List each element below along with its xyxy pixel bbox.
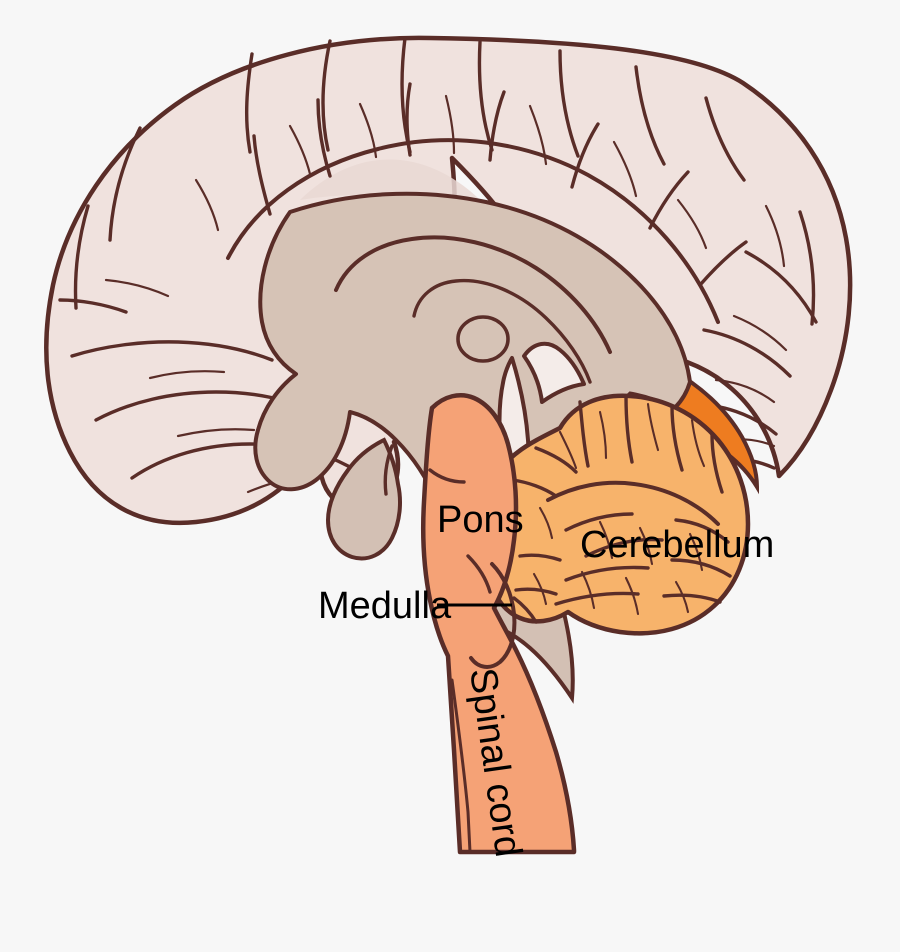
folium-4 [710,432,724,494]
sulcus-branch-4 [488,90,506,162]
folium-14 [518,553,562,562]
sulcus-fine-1 [288,124,312,176]
fornix-inner [412,278,592,384]
sulcus-occipital-fine-1 [764,204,786,268]
sulcus-crown-7 [704,96,746,182]
sulcus-fine-5 [612,140,638,198]
sulcus-fine-6 [676,198,708,250]
label-cerebellum: Cerebellum [580,524,774,566]
folium-15 [514,587,558,596]
optic-chiasm-pituitary [325,437,402,561]
folium-fine-8 [624,576,640,616]
sulcus-crown-2 [321,39,332,152]
sulcus-crown-6 [634,65,666,166]
sulcus-occipital-3 [702,328,792,378]
pontomedullary-crease [466,554,492,594]
sulcus-fine-3 [444,94,456,155]
pons-upper-crease [428,468,466,484]
folium-7 [564,512,634,532]
sulcus-crown-4 [477,40,494,152]
sulcus-occipital-fine-3 [714,378,776,404]
folium-1 [578,400,590,468]
folium-8 [584,537,664,558]
folium-fine-6 [638,526,654,566]
sulcus-crown-5 [558,49,580,158]
folium-13 [662,593,722,604]
folium-5 [534,446,578,474]
folium-2 [624,394,634,464]
sulcus-fine-7 [194,178,220,232]
interthalamic-adhesion [456,315,510,363]
white-matter-wedge [522,341,586,404]
folium-fine-12 [674,580,690,614]
sulcus-occipital-2 [744,250,818,324]
sulcus-frontal-fine-2 [148,370,226,380]
cerebellum-folia-fine [532,402,706,616]
sulcus-branch-6 [648,170,690,230]
cerebellum-primary-fissure [546,480,720,526]
sulcus-branch-1 [252,134,272,216]
spinal-cord-fissure [450,678,472,854]
brainstem-group [421,393,577,855]
folium-fine-5 [598,520,614,560]
sulcus-frontal-3 [58,298,128,314]
cortex-sulci-group [58,36,818,494]
sulcus-branch-3 [405,82,412,157]
sulcus-branch-5 [570,122,600,189]
folium-3 [670,404,684,472]
folium-11 [674,518,730,544]
folium-12 [670,558,732,578]
cerebellum-group [488,393,751,636]
peduncle-notch [512,596,538,624]
folium-fine-9 [688,532,704,572]
sulcus-frontal-fine-3 [176,428,256,438]
folium-10 [554,591,640,606]
sulcus-occipital-fine-2 [732,314,788,352]
sulcus-frontal-fine-1 [104,278,170,298]
folium-fine-11 [532,572,548,606]
medulla-bulge [469,562,517,669]
sulcus-crown-1 [244,52,254,154]
cingulate-sulcus [226,138,720,324]
folium-fine-4 [558,430,578,470]
folium-fine-2 [646,402,660,452]
label-medulla: Medulla [318,585,452,627]
folium-fine-3 [690,418,706,468]
label-pons: Pons [437,499,524,541]
folium-fine-1 [598,410,608,460]
folium-9 [564,565,650,582]
sulcus-fine-4 [528,104,548,166]
sulcus-occipital-1 [798,210,816,326]
optic-chiasm-notch [383,444,394,496]
fornix [334,235,612,354]
sulcus-frontal-4 [70,340,274,362]
sulcus-frontal-1 [108,126,142,242]
sulcus-branch-2 [316,98,332,178]
folium-fine-7 [580,570,596,610]
folium-fine-10 [538,506,554,540]
cerebellum-folia [510,394,732,606]
sulcus-frontal-2 [73,204,90,310]
sulcus-branch-7 [698,240,748,287]
sulcus-fine-2 [358,102,378,159]
